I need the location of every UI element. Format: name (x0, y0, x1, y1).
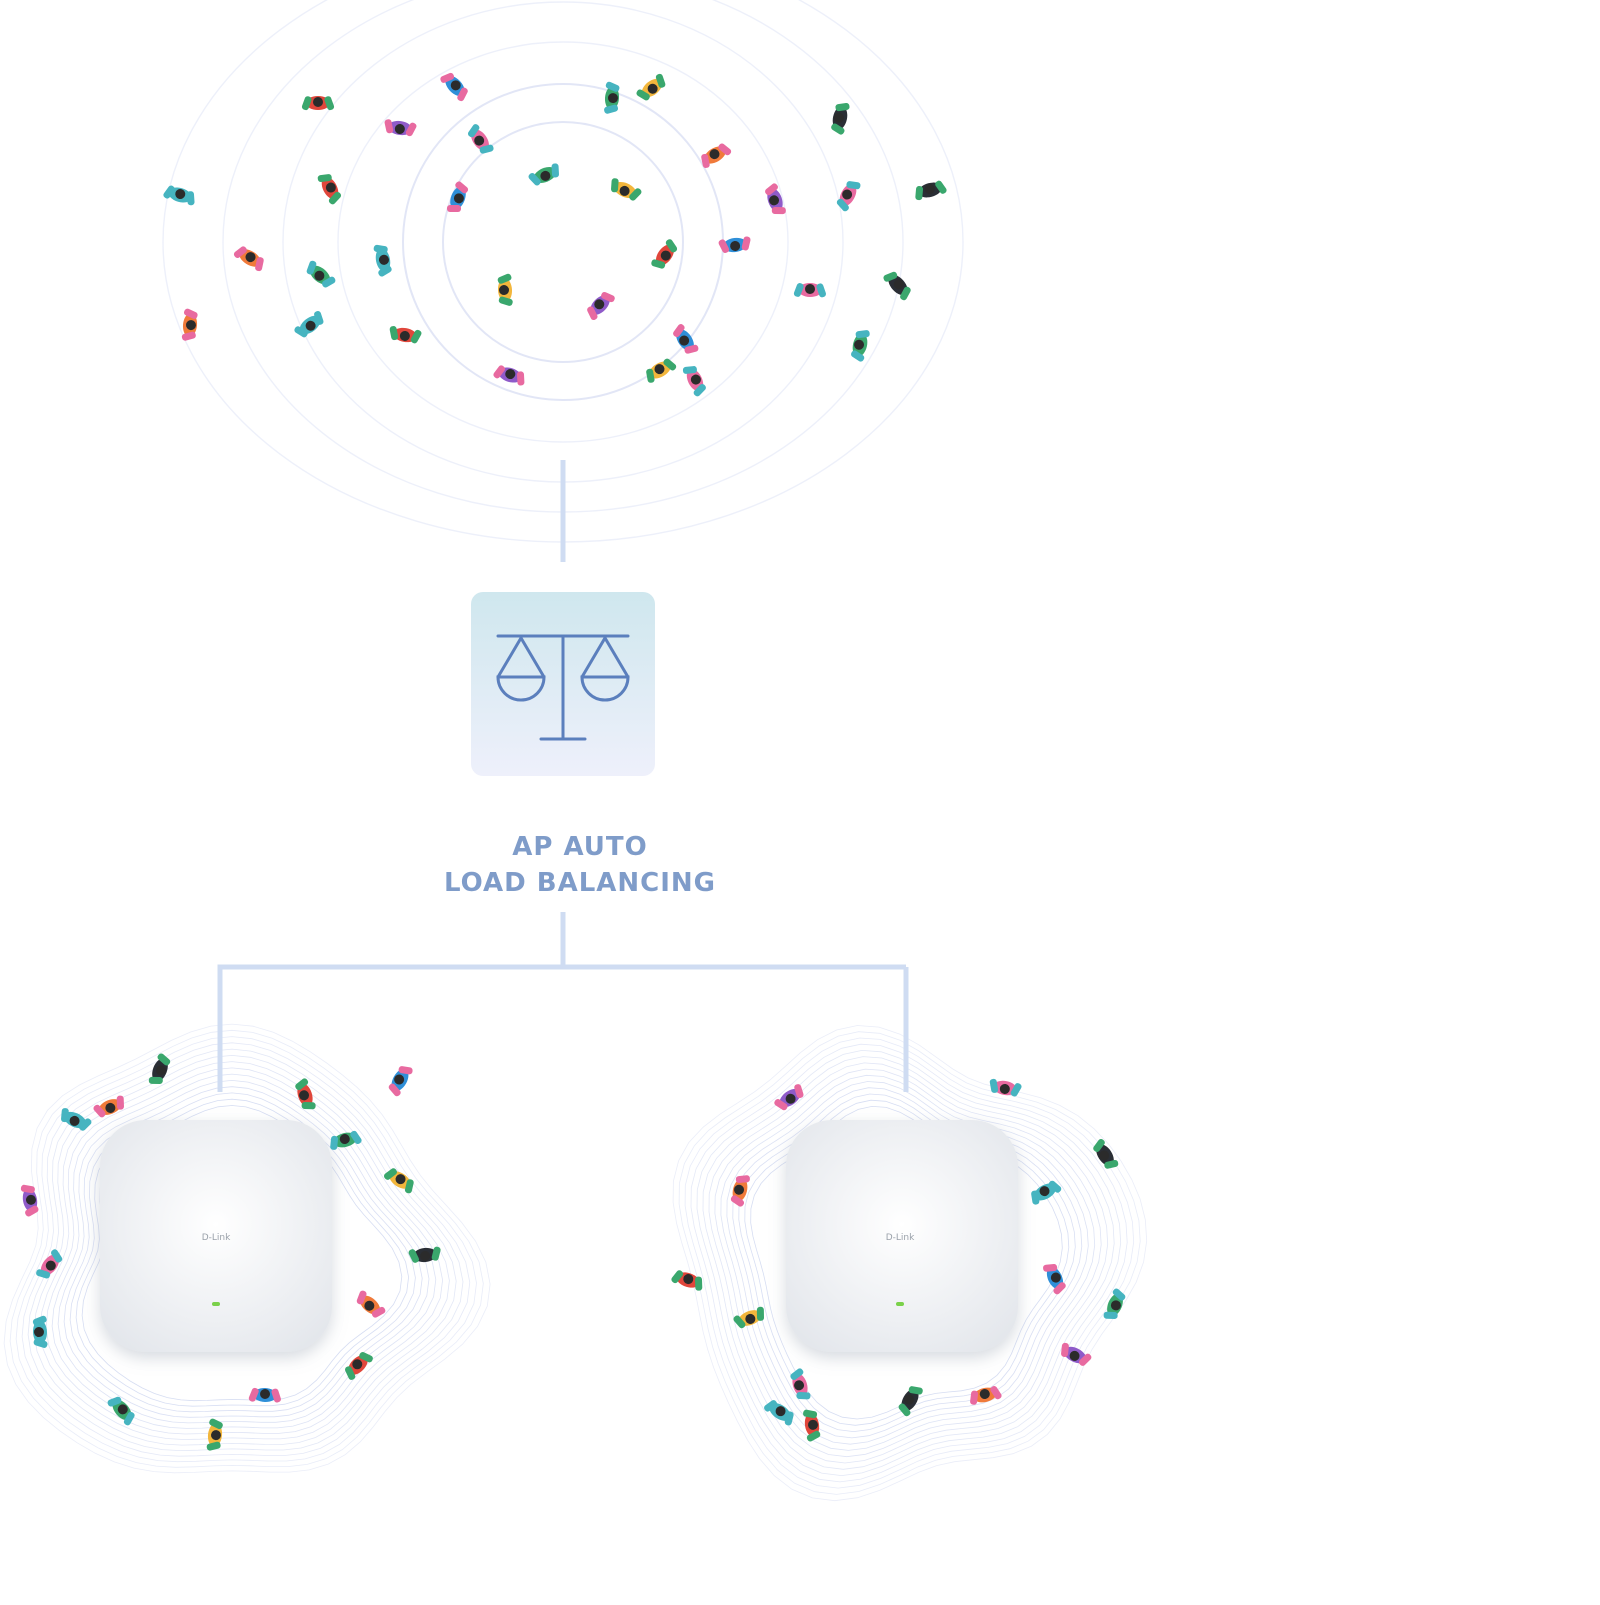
person-top-view-icon (701, 143, 732, 168)
person-top-view-icon (883, 271, 911, 301)
connector-lines (217, 460, 909, 1092)
person-top-view-icon (915, 180, 947, 201)
person-top-view-icon (851, 330, 870, 362)
person-top-view-icon (373, 244, 392, 277)
wireless-access-point-icon: D-Link (786, 1120, 1018, 1352)
access-point-right: D-Link (786, 1120, 1018, 1352)
person-top-view-icon (1031, 1180, 1062, 1205)
person-top-view-icon (20, 1184, 39, 1217)
person-top-view-icon (989, 1078, 1022, 1097)
device-brand-label: D-Link (886, 1233, 915, 1243)
person-top-view-icon (345, 1352, 373, 1380)
person-top-view-icon (317, 174, 342, 205)
person-top-view-icon (32, 1315, 48, 1348)
person-top-view-icon (671, 1270, 703, 1291)
person-top-view-icon (233, 246, 264, 272)
wireless-access-point-icon: D-Link (100, 1120, 332, 1352)
person-top-view-icon (107, 1396, 135, 1426)
person-top-view-icon (673, 324, 699, 354)
person-top-view-icon (306, 260, 336, 288)
person-top-view-icon (651, 239, 678, 269)
person-top-view-icon (718, 236, 751, 253)
person-top-view-icon (148, 1053, 171, 1084)
device-brand-label: D-Link (202, 1233, 231, 1243)
person-top-view-icon (330, 1130, 362, 1150)
person-top-view-icon (301, 96, 335, 111)
person-top-view-icon (440, 72, 468, 102)
person-top-view-icon (790, 1368, 811, 1400)
person-top-view-icon (587, 291, 615, 321)
load-balancing-tile (471, 592, 655, 776)
person-top-view-icon (388, 1066, 413, 1097)
person-top-view-icon (408, 1246, 441, 1263)
balance-scale-icon (496, 634, 630, 741)
person-top-view-icon (356, 1290, 386, 1318)
person-top-view-icon (774, 1084, 804, 1111)
title-line-2: LOAD BALANCING (443, 868, 717, 898)
status-led (896, 1302, 904, 1306)
person-top-view-icon (831, 102, 850, 135)
person-top-view-icon (803, 1409, 821, 1442)
person-top-view-icon (181, 308, 198, 341)
person-top-view-icon (206, 1418, 223, 1451)
person-top-view-icon (682, 366, 706, 397)
person-top-view-icon (898, 1386, 923, 1417)
person-top-view-icon (1103, 1288, 1126, 1319)
person-top-view-icon (836, 181, 861, 212)
person-top-view-icon (467, 124, 494, 154)
person-top-view-icon (36, 1249, 63, 1279)
person-top-view-icon (93, 1095, 124, 1118)
person-top-view-icon (61, 1108, 92, 1131)
person-top-view-icon (611, 178, 642, 201)
people-group (20, 72, 1126, 1451)
person-top-view-icon (733, 1306, 764, 1329)
person-top-view-icon (636, 73, 666, 101)
person-top-view-icon (497, 273, 513, 306)
person-top-view-icon (1043, 1264, 1066, 1295)
person-top-view-icon (389, 326, 422, 344)
person-top-view-icon (646, 358, 677, 383)
person-top-view-icon (604, 81, 620, 114)
person-top-view-icon (793, 282, 827, 298)
person-top-view-icon (730, 1175, 750, 1207)
title-line-1: AP AUTO (512, 832, 648, 862)
person-top-view-icon (764, 1400, 794, 1426)
person-top-view-icon (765, 183, 786, 215)
access-point-left: D-Link (100, 1120, 332, 1352)
status-led (212, 1302, 220, 1306)
person-top-view-icon (384, 119, 417, 137)
person-top-view-icon (528, 163, 559, 186)
person-top-view-icon (970, 1386, 1002, 1405)
person-top-view-icon (295, 1078, 316, 1110)
person-top-view-icon (294, 310, 324, 338)
person-top-view-icon (383, 1168, 414, 1194)
person-top-view-icon (248, 1387, 281, 1403)
person-top-view-icon (447, 181, 469, 212)
person-top-view-icon (163, 185, 195, 206)
person-top-view-icon (493, 365, 525, 386)
person-top-view-icon (1061, 1342, 1092, 1366)
person-top-view-icon (1093, 1138, 1119, 1169)
